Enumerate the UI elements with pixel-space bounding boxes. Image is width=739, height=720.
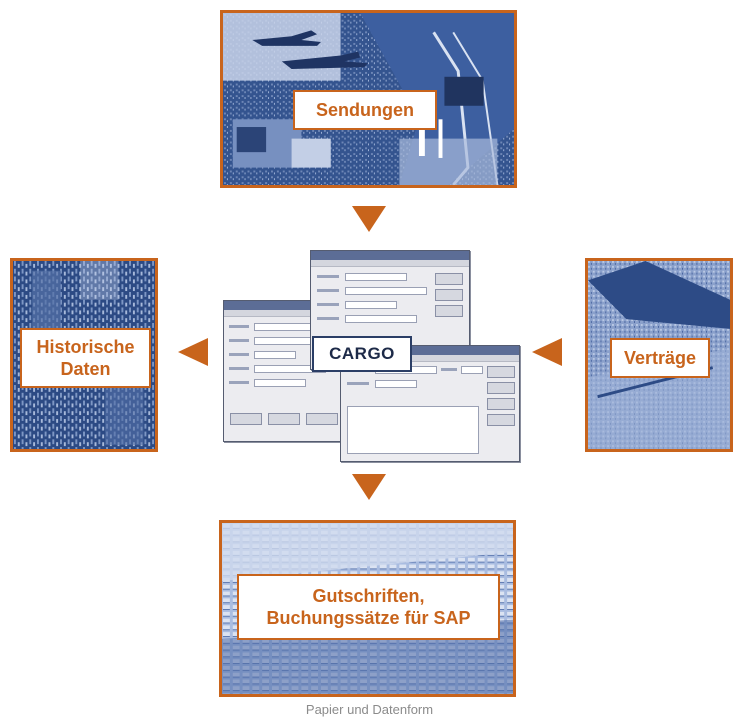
vertraege-label: Verträge [610, 338, 710, 378]
caption: Papier und Datenform [305, 702, 434, 717]
gutschriften-label: Gutschriften, Buchungssätze für SAP [237, 574, 500, 640]
historische-line-2: Daten [60, 359, 111, 379]
cargo-window-left [223, 300, 345, 442]
gutschriften-line-2: Buchungssätze für SAP [266, 608, 471, 628]
arrow-cargo-to-historische [178, 338, 208, 366]
historische-line-1: Historische [36, 336, 135, 357]
sendungen-label: Sendungen [293, 90, 437, 130]
historische-daten-panel: Historische Daten [10, 258, 158, 452]
vertraege-panel: Verträge [585, 258, 733, 452]
arrow-sendungen-to-cargo [352, 206, 386, 232]
transport-photo [223, 13, 514, 185]
arrow-cargo-to-gutschriften [352, 474, 386, 500]
cargo-window-right [340, 345, 520, 462]
arrow-vertraege-to-cargo [532, 338, 562, 366]
sendungen-panel: Sendungen [220, 10, 517, 188]
gutschriften-line-1: Gutschriften, [312, 585, 425, 606]
cargo-label: CARGO [312, 336, 412, 372]
historische-daten-label: Historische Daten [20, 328, 151, 388]
vertraege-text: Verträge [623, 347, 697, 368]
gutschriften-panel: Gutschriften, Buchungssätze für SAP [219, 520, 516, 697]
sendungen-text: Sendungen [316, 99, 414, 120]
